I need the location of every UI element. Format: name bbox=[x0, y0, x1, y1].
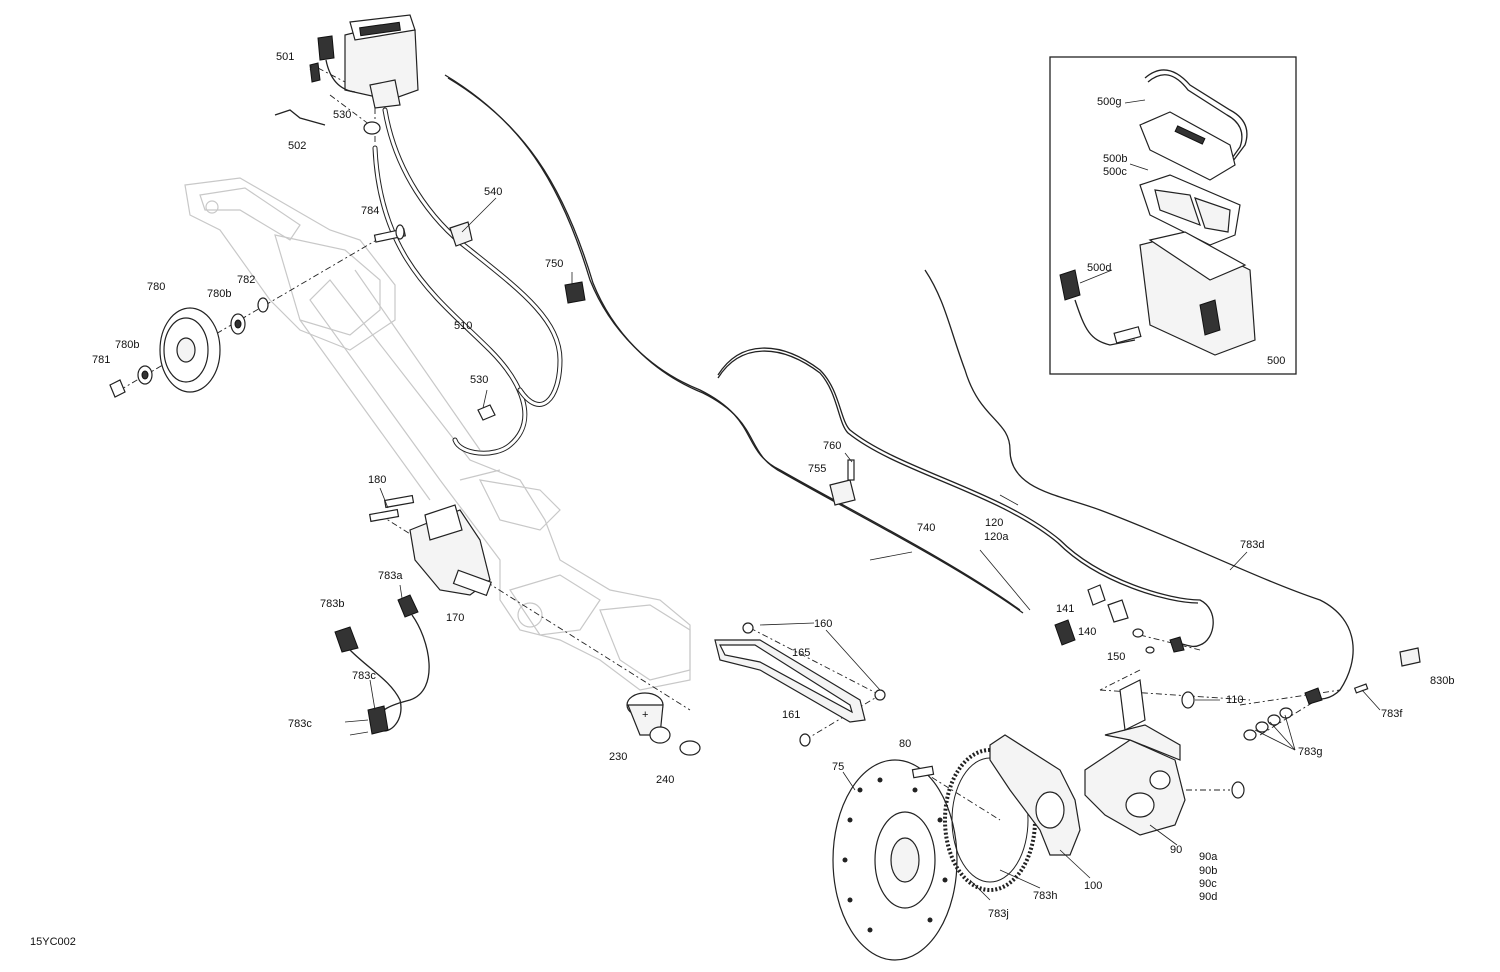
callout-161: 161 bbox=[782, 709, 800, 721]
clamp-530-top bbox=[363, 121, 381, 135]
callout-500c: 500c bbox=[1103, 166, 1127, 178]
callout-150: 150 bbox=[1107, 651, 1125, 663]
callout-783f: 783f bbox=[1381, 708, 1403, 720]
pulley-780 bbox=[109, 297, 269, 398]
callout-120a: 120a bbox=[984, 531, 1009, 543]
callout-500g: 500g bbox=[1097, 96, 1121, 108]
callout-780b-top: 780b bbox=[207, 288, 231, 300]
callout-502: 502 bbox=[288, 140, 306, 152]
callout-80: 80 bbox=[899, 738, 911, 750]
callout-540: 540 bbox=[484, 186, 502, 198]
callout-783c-a: 783c bbox=[352, 670, 376, 682]
callouts: 501 502 530 540 784 750 510 530 780 780b… bbox=[30, 51, 1454, 948]
brake-lines bbox=[372, 74, 1354, 700]
callout-165: 165 bbox=[792, 647, 810, 659]
inset-500 bbox=[1049, 56, 1297, 375]
callout-783b: 783b bbox=[320, 598, 344, 610]
callout-141: 141 bbox=[1056, 603, 1074, 615]
callout-90c: 90c bbox=[1199, 878, 1217, 890]
callout-180: 180 bbox=[368, 474, 386, 486]
callout-783a: 783a bbox=[378, 570, 403, 582]
boot-230: + bbox=[626, 692, 671, 744]
callout-501: 501 bbox=[276, 51, 294, 63]
sensor-harness-783 bbox=[334, 594, 430, 736]
callout-783g: 783g bbox=[1298, 746, 1322, 758]
callout-100: 100 bbox=[1084, 880, 1102, 892]
callout-780b-left: 780b bbox=[115, 339, 139, 351]
callout-510: 510 bbox=[454, 320, 472, 332]
callout-830b: 830b bbox=[1430, 675, 1454, 687]
callout-230: 230 bbox=[609, 751, 627, 763]
callout-750: 750 bbox=[545, 258, 563, 270]
nut-530 bbox=[477, 404, 496, 421]
torque-arm-165 bbox=[714, 622, 886, 747]
bolt-784 bbox=[373, 224, 407, 243]
callout-760: 760 bbox=[823, 440, 841, 452]
callout-781: 781 bbox=[92, 354, 110, 366]
abs-module-500 bbox=[309, 14, 419, 109]
shims-783g bbox=[1243, 683, 1369, 741]
clamp-755 bbox=[829, 459, 856, 506]
cap-830b bbox=[1399, 647, 1421, 667]
ring-240 bbox=[679, 740, 701, 756]
callout-90: 90 bbox=[1170, 844, 1182, 856]
callout-120: 120 bbox=[985, 517, 1003, 529]
callout-110: 110 bbox=[1226, 694, 1244, 706]
clip-502 bbox=[274, 109, 326, 126]
callout-740: 740 bbox=[917, 522, 935, 534]
callout-170: 170 bbox=[446, 612, 464, 624]
fittings-140-141-150 bbox=[1054, 584, 1185, 654]
callout-160: 160 bbox=[814, 618, 832, 630]
callout-90a: 90a bbox=[1199, 851, 1218, 863]
diagram-code: 15YC002 bbox=[30, 936, 76, 948]
inset-500-label: 500 bbox=[1267, 355, 1285, 367]
callout-755: 755 bbox=[808, 463, 826, 475]
callout-783d: 783d bbox=[1240, 539, 1264, 551]
caliper-90 bbox=[1084, 679, 1245, 836]
callout-783c-b: 783c bbox=[288, 718, 312, 730]
callout-780: 780 bbox=[147, 281, 165, 293]
svg-text:+: + bbox=[642, 709, 648, 721]
callout-783j: 783j bbox=[988, 908, 1009, 920]
callout-783h: 783h bbox=[1033, 890, 1057, 902]
callout-140: 140 bbox=[1078, 626, 1096, 638]
brake-disc-75 bbox=[832, 759, 958, 961]
clip-750 bbox=[564, 281, 586, 304]
callout-500d: 500d bbox=[1087, 262, 1111, 274]
swingarm-frame-ghost bbox=[184, 177, 691, 691]
caliper-bracket-100 bbox=[989, 734, 1081, 856]
callout-240: 240 bbox=[656, 774, 674, 786]
callout-75: 75 bbox=[832, 761, 844, 773]
callout-530-mid: 530 bbox=[470, 374, 488, 386]
callout-782: 782 bbox=[237, 274, 255, 286]
callout-90b: 90b bbox=[1199, 865, 1217, 877]
callout-90d: 90d bbox=[1199, 891, 1217, 903]
callout-784: 784 bbox=[361, 205, 379, 217]
leader-lines bbox=[309, 65, 1381, 901]
callout-530-top: 530 bbox=[333, 109, 351, 121]
master-cylinder-170 bbox=[368, 494, 492, 597]
callout-500b: 500b bbox=[1103, 153, 1127, 165]
